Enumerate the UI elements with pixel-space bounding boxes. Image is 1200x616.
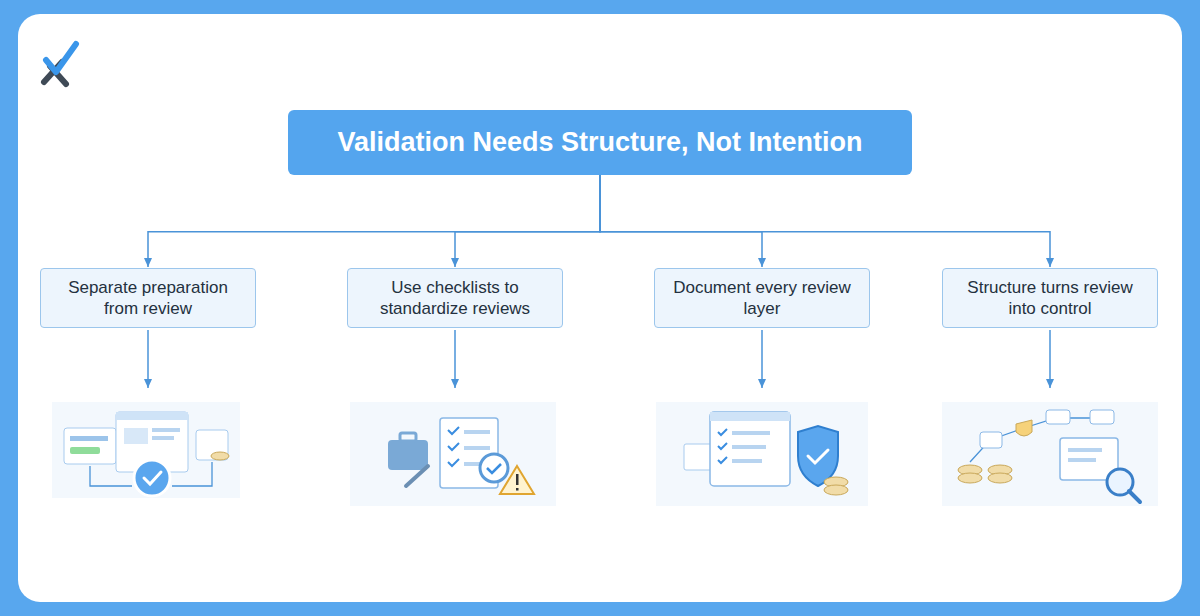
text-wrap: Validation Needs Structure, Not Intentio… — [337, 127, 862, 158]
title-text: Validation Needs Structure, Not Intentio… — [337, 127, 862, 158]
text-wrap: Separate preparation from review — [55, 277, 241, 319]
connector-arrow — [148, 175, 600, 267]
text-wrap: Structure turns review into control — [957, 277, 1143, 319]
process-box: Structure turns review into control — [942, 268, 1158, 328]
box-label: Separate preparation from review — [55, 277, 241, 319]
text-wrap: Document every review layer — [669, 277, 855, 319]
title-box: Validation Needs Structure, Not Intentio… — [288, 110, 912, 175]
documentation-illustration — [656, 402, 868, 506]
process-box: Separate preparation from review — [40, 268, 256, 328]
connector-arrow — [455, 175, 600, 267]
logo — [44, 44, 76, 84]
leader-arrows — [148, 330, 1050, 388]
separation-illustration — [52, 402, 240, 498]
connector-arrow — [600, 175, 1050, 267]
process-box: Document every review layer — [654, 268, 870, 328]
checklist-illustration — [350, 402, 556, 506]
box-label: Use checklists to standardize reviews — [362, 277, 548, 319]
connector-arrow — [600, 175, 762, 267]
control-illustration — [942, 402, 1158, 506]
text-wrap: Use checklists to standardize reviews — [362, 277, 548, 319]
process-box: Use checklists to standardize reviews — [347, 268, 563, 328]
box-label: Structure turns review into control — [957, 277, 1143, 319]
box-label: Document every review layer — [669, 277, 855, 319]
